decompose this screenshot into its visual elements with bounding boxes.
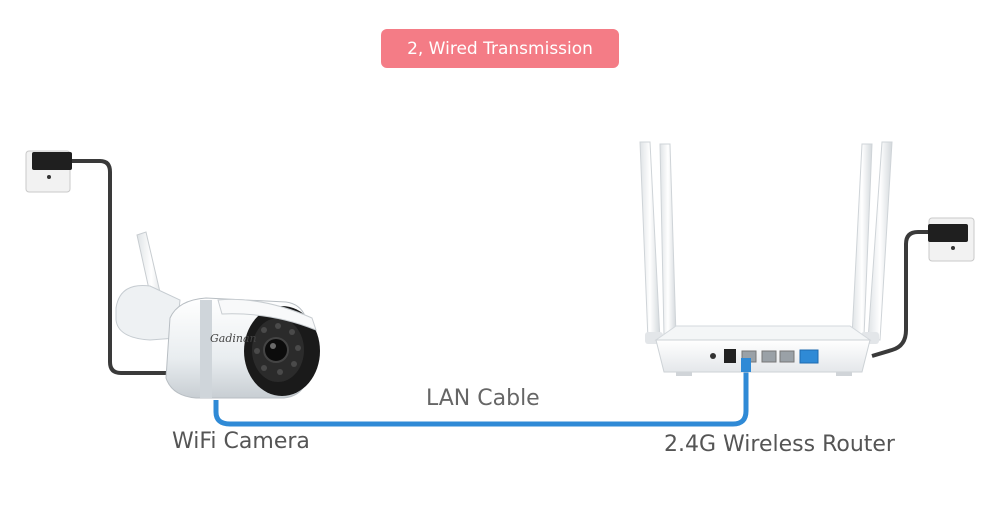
lan-cable-icon <box>213 370 749 427</box>
wired-transmission-banner: 2, Wired Transmission <box>381 29 619 68</box>
lan-cable-label: LAN Cable <box>426 386 540 411</box>
power-outlet-icon <box>928 217 975 262</box>
camera-brand-logo: Gadinan <box>210 332 257 345</box>
wireless-router-label: 2.4G Wireless Router <box>664 432 895 457</box>
router-power-cord <box>871 230 930 358</box>
wireless-router-icon <box>639 141 893 376</box>
wifi-camera-label: WiFi Camera <box>172 429 310 454</box>
wifi-camera-icon: Gadinan <box>115 231 320 399</box>
power-outlet-icon <box>25 150 72 193</box>
camera-power-cord <box>70 159 168 375</box>
